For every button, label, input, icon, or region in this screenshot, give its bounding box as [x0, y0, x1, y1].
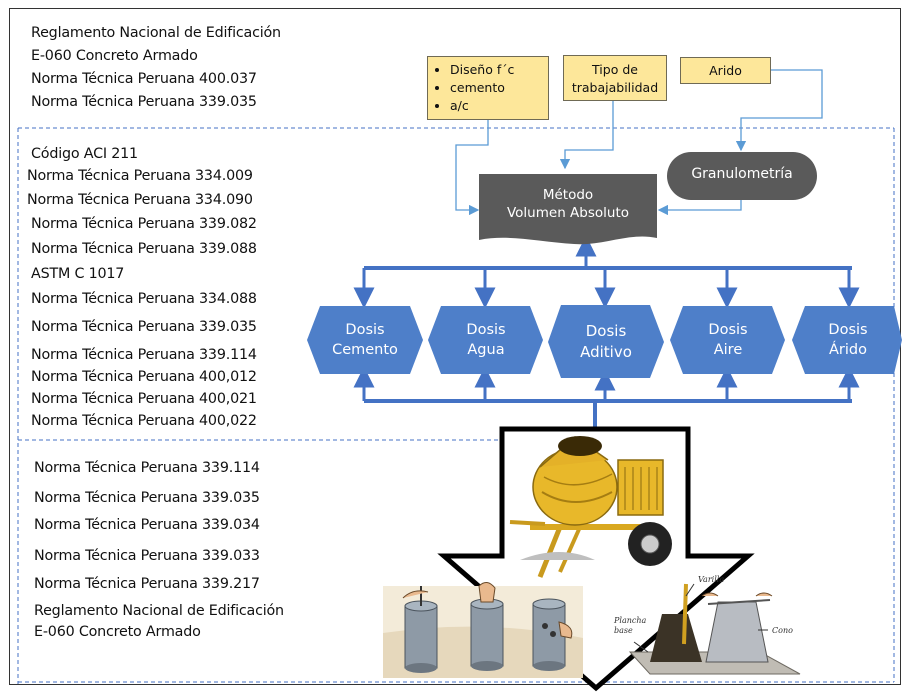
dose-hexagon-additive — [548, 305, 664, 378]
norm-line: Norma Técnica Peruana 339.082 — [31, 216, 257, 232]
dose-label-line: Agua — [467, 342, 505, 358]
dose-hexagon-cement — [307, 306, 423, 374]
base-plate-label-line: Plancha — [614, 616, 647, 625]
workability-label-line: trabajabilidad — [571, 80, 659, 95]
norm-line: Norma Técnica Peruana 339.035 — [31, 319, 257, 335]
dose-label-line: Cemento — [332, 342, 398, 358]
norm-line: Norma Técnica Peruana 339.033 — [34, 548, 260, 564]
dose-label-line: Dosis — [585, 322, 627, 340]
granulometry-label: Granulometría — [691, 166, 793, 182]
base-plate-label-line: base — [614, 626, 633, 635]
rod-label: Varilla — [698, 575, 725, 584]
dose-label-line: Dosis — [828, 322, 868, 338]
norm-line: Norma Técnica Peruana 339.035 — [31, 94, 257, 110]
norm-line: Norma Técnica Peruana 400,022 — [31, 413, 257, 429]
norm-line: Norma Técnica Peruana 339.114 — [34, 460, 260, 476]
granulometry-shape — [667, 152, 817, 200]
dose-cement-label: Dosis Cemento — [320, 320, 410, 360]
design-item: Diseño f´c — [450, 61, 548, 79]
dose-hexagon-air — [670, 306, 785, 374]
method-document-shape — [479, 174, 657, 245]
norm-line: Norma Técnica Peruana 339.217 — [34, 576, 260, 592]
dose-additive-label: Dosis Aditivo — [561, 321, 651, 363]
norm-line: Norma Técnica Peruana 400,021 — [31, 391, 257, 407]
dose-label-line: Aire — [713, 342, 743, 358]
norm-line: ASTM C 1017 — [31, 266, 125, 282]
dose-label-line: Dosis — [345, 322, 385, 338]
dose-hexagon-aggregate — [792, 306, 902, 374]
aggregate-label: Arido — [709, 63, 742, 78]
dose-water-label: Dosis Agua — [441, 320, 531, 360]
norm-line: Norma Técnica Peruana 334.090 — [27, 192, 253, 208]
dose-hexagon-water — [428, 306, 543, 374]
method-label-line: Volumen Absoluto — [506, 205, 629, 221]
dose-aggregate-label: Dosis Árido — [803, 320, 893, 360]
norm-line: E-060 Concreto Armado — [31, 48, 198, 64]
norm-line: Norma Técnica Peruana 400,012 — [31, 369, 257, 385]
norm-line: Reglamento Nacional de Edificación — [34, 603, 284, 619]
concrete-mixer-illustration — [509, 436, 672, 578]
design-item: a/c — [450, 97, 548, 115]
workability-label-line: Tipo de — [592, 62, 638, 77]
design-item: cemento — [450, 79, 548, 97]
method-label: Método Volumen Absoluto — [479, 186, 657, 222]
method-label-line: Método — [542, 187, 594, 203]
cone-label: Cono — [772, 626, 793, 635]
dose-label-line: Dosis — [708, 322, 748, 338]
dose-label-line: Dosis — [466, 322, 506, 338]
base-plate-label: Plancha base — [614, 616, 646, 636]
norm-line: Norma Técnica Peruana 339.114 — [31, 347, 257, 363]
workability-input-box: Tipo de trabajabilidad — [563, 55, 667, 101]
norm-line: E-060 Concreto Armado — [34, 624, 201, 640]
dose-air-label: Dosis Aire — [683, 320, 773, 360]
norm-line: Código ACI 211 — [31, 146, 138, 162]
slump-test-illustration — [628, 583, 801, 675]
aggregate-input-box: Arido — [680, 57, 771, 84]
norm-line: Norma Técnica Peruana 339.035 — [34, 490, 260, 506]
design-input-box: Diseño f´c cemento a/c — [427, 56, 549, 120]
norm-line: Norma Técnica Peruana 334.009 — [27, 168, 253, 184]
norm-line: Reglamento Nacional de Edificación — [31, 25, 281, 41]
norm-line: Norma Técnica Peruana 339.034 — [34, 517, 260, 533]
dose-label-line: Aditivo — [580, 343, 632, 361]
test-cylinders-illustration — [383, 582, 583, 678]
norm-line: Norma Técnica Peruana 400.037 — [31, 71, 257, 87]
norm-line: Norma Técnica Peruana 334.088 — [31, 291, 257, 307]
norm-line: Norma Técnica Peruana 339.088 — [31, 241, 257, 257]
dose-label-line: Árido — [829, 342, 867, 358]
